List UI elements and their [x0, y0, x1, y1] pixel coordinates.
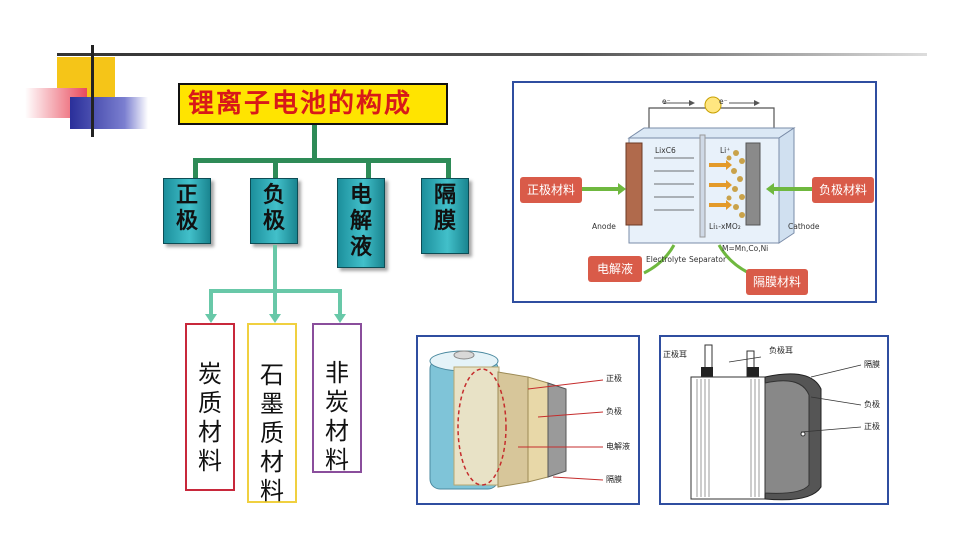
electron-label: e⁻	[662, 97, 671, 106]
component-separator: 隔 膜	[421, 178, 469, 254]
prismatic-label-separator: 隔膜	[864, 360, 880, 369]
material-graphite-char: 料	[260, 477, 284, 505]
cylindrical-cell-illustration	[429, 350, 604, 490]
battery-schematic-illustration	[578, 96, 814, 275]
material-non-carbon-char: 炭	[325, 388, 349, 416]
branch-drop-1	[193, 158, 198, 178]
material-non-carbon-char: 料	[325, 446, 349, 474]
electrolyte-label: Electrolyte	[646, 255, 687, 264]
header-rule	[57, 53, 927, 56]
component-positive-char: 正	[175, 182, 198, 208]
materials-drop-1	[209, 289, 213, 315]
material-carbon-char: 材	[198, 418, 222, 446]
negative-connector	[273, 245, 277, 317]
materials-branch	[209, 289, 342, 293]
tag-positive-material: 正极材料	[520, 177, 582, 203]
material-non-carbon: 非 炭 材 料	[312, 323, 362, 474]
decor-blue-bar	[70, 97, 148, 129]
material-carbon-char: 炭	[198, 360, 222, 388]
header-vertical-rule	[91, 45, 94, 137]
branch-drop-4	[446, 158, 451, 178]
arrow-down-icon	[334, 314, 346, 323]
material-carbon: 炭 质 材 料	[185, 323, 235, 491]
material-non-carbon-char: 材	[325, 417, 349, 445]
cathode-label: Cathode	[788, 222, 820, 231]
cylinder-label-separator: 隔膜	[606, 475, 622, 484]
title-connector	[312, 125, 317, 160]
arrow-down-icon	[205, 314, 217, 323]
materials-drop-3	[338, 289, 342, 315]
arrow-down-icon	[269, 314, 281, 323]
component-positive-char: 极	[175, 208, 198, 234]
component-electrolyte-char: 电	[349, 182, 372, 208]
li-ion-label: Li⁺	[720, 146, 731, 155]
material-graphite: 石 墨 质 材 料	[247, 323, 297, 505]
battery-schematic-panel: e⁻ e⁻ LixC6 Li⁺ Anode Cathode Li₁-xMO₂ M…	[512, 81, 877, 303]
tag-electrolyte: 电解液	[588, 256, 642, 282]
prismatic-label-negative: 负极	[864, 400, 880, 409]
component-positive: 正 极	[163, 178, 211, 244]
cylinder-label-negative: 负极	[606, 407, 622, 416]
tab-negative-label: 负极耳	[769, 346, 793, 355]
tag-negative-material: 负极材料	[812, 177, 874, 203]
prismatic-cell-panel: 正极耳 负极耳 隔膜 负极 正极	[659, 335, 889, 505]
branch-drop-2	[273, 158, 278, 178]
prismatic-label-positive: 正极	[864, 422, 880, 431]
component-electrolyte-char: 液	[349, 234, 372, 260]
branch-connector	[193, 158, 451, 163]
prismatic-cell-illustration	[690, 344, 862, 501]
separator-label: Separator	[689, 255, 727, 264]
electron-label: e⁻	[719, 97, 728, 106]
material-graphite-char: 质	[260, 419, 284, 447]
material-carbon-char: 质	[198, 389, 222, 417]
component-separator-char: 膜	[433, 208, 456, 234]
material-graphite-char: 墨	[260, 390, 284, 418]
material-non-carbon-char: 非	[325, 359, 349, 387]
lixc6-label: LixC6	[655, 146, 676, 155]
tag-separator-material: 隔膜材料	[746, 269, 808, 295]
component-negative-char: 负	[262, 182, 285, 208]
anode-label: Anode	[592, 222, 616, 231]
component-negative: 负 极	[250, 178, 298, 244]
tab-positive-label: 正极耳	[663, 350, 687, 359]
cylindrical-cell-panel: 正极 负极 电解液 隔膜	[416, 335, 640, 505]
component-electrolyte-char: 解	[349, 208, 372, 234]
material-graphite-char: 石	[260, 361, 284, 389]
component-separator-char: 隔	[433, 182, 456, 208]
cylinder-label-electrolyte: 电解液	[606, 442, 630, 451]
page-title: 锂离子电池的构成	[178, 83, 448, 125]
component-negative-char: 极	[262, 208, 285, 234]
limo2-label: Li₁-xMO₂	[709, 222, 741, 231]
branch-drop-3	[366, 158, 371, 178]
component-electrolyte: 电 解 液	[337, 178, 385, 268]
metal-formula-label: M=Mn,Co,Ni	[722, 244, 769, 253]
material-carbon-char: 料	[198, 447, 222, 475]
material-graphite-char: 材	[260, 448, 284, 476]
cylinder-label-positive: 正极	[606, 374, 622, 383]
